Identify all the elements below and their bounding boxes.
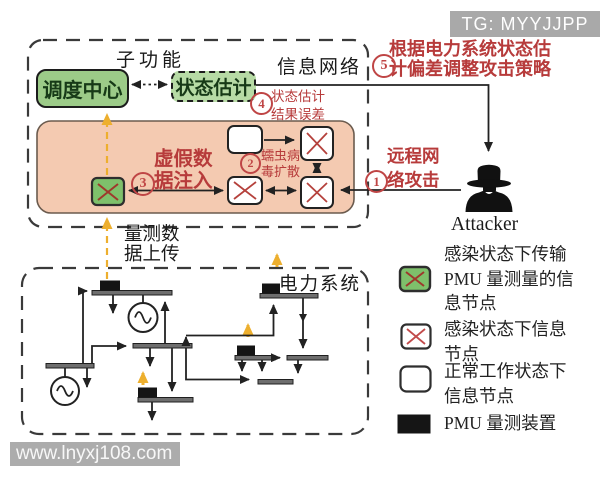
site-watermark: www.lnyxj108.com [10,442,180,466]
power-system-boundary [20,266,370,436]
bus-c [137,397,194,403]
pmu-device-3 [237,345,255,356]
measurement-upload-label: 量测数据上传 [124,225,180,265]
step-3-label: 虚假数据注入 [154,149,213,192]
step-1-number: 1 [365,170,388,193]
bus-d [234,355,276,361]
step-4-number: 4 [250,92,273,115]
se-to-attacker-line [256,84,493,152]
pmu-device-1 [100,280,120,291]
generator-2-sine [56,385,74,397]
legend-icon-infected-info-node [400,323,432,350]
power-system-title: 电力系统 [279,275,362,295]
tg-watermark-badge: TG: MYYJJPP [450,11,600,37]
bus-b [132,343,193,349]
power-network [45,280,329,421]
legend-icon-normal-info-node [399,365,432,393]
pmu-device-4 [262,283,280,294]
attacker-label: Attacker [451,214,519,235]
step-2-label: 蠕虫病毒扩散 [261,148,301,179]
measurement-flow-arrows [137,253,283,385]
node-infected-pmu-transfer [90,176,126,207]
node-infected-left [227,176,263,205]
dispatch-center-node: 调度中心 [36,69,129,108]
bus-e2 [286,355,329,361]
legend-icon-pmu-device [397,414,431,434]
node-normal-top [227,125,263,154]
pmu-device-2 [138,387,157,398]
legend-icon-infected-pmu-transfer-node [398,265,432,293]
node-infected-bottom-right [300,176,334,209]
attacker-icon [465,164,513,212]
bus-f [257,379,294,385]
bus-left [45,363,95,369]
node-infected-top-right [300,126,334,161]
info-network-title: 信息网络 [277,57,362,78]
subfunction-label: 子功能 [116,50,186,71]
legend-label-normal-info-node: 正常工作状态下信息节点 [444,361,567,406]
step-5-number: 5 [372,54,396,78]
bus-a [91,290,173,296]
generator-1-sine [134,311,152,324]
bus-e [259,293,319,299]
step-2-number: 2 [240,153,261,174]
info-network-boundary [26,38,370,229]
step-1-label: 远程网络攻击 [387,146,440,190]
legend-label-infected-info-node: 感染状态下信息节点 [444,319,567,364]
state-estimation-node: 状态估计 [171,71,256,102]
step-3-number: 3 [131,172,155,196]
legend-label-infected-pmu-transfer-node: 感染状态下传输 PMU 量测量的信息节点 [444,244,574,313]
legend-label-pmu-device: PMU 量测装置 [444,413,557,433]
step-5-label: 根据电力系统状态估计偏差调整攻击策略 [389,39,551,79]
step-4-label: 状态估计结果误差 [271,89,325,122]
